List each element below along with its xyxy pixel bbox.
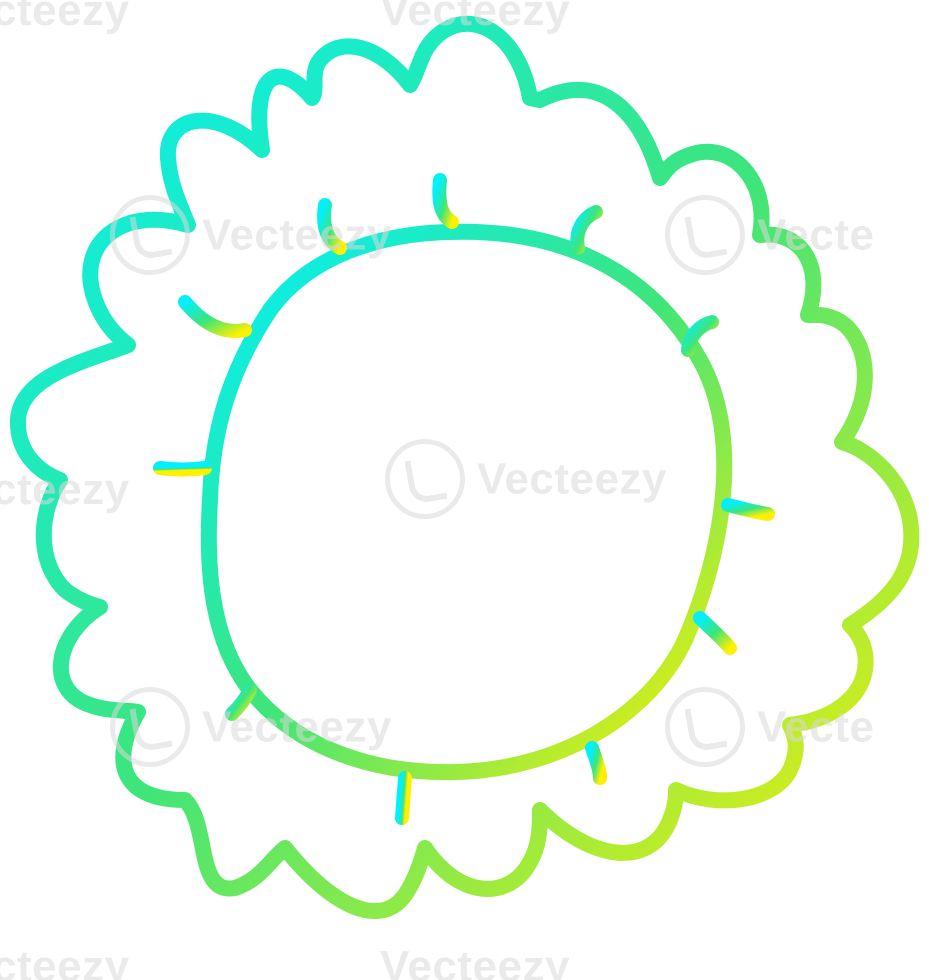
- ray: [225, 683, 257, 721]
- ray: [570, 205, 603, 255]
- ray-marks: [153, 173, 775, 825]
- ray: [317, 198, 347, 255]
- ray: [693, 611, 737, 655]
- outer-wavy-ring: [10, 15, 920, 919]
- ray: [178, 295, 252, 338]
- inner-circle: [200, 223, 733, 781]
- ray: [681, 315, 719, 357]
- ray: [585, 741, 607, 785]
- ray: [153, 461, 212, 477]
- ray: [432, 173, 459, 229]
- ray: [395, 771, 412, 825]
- ray: [721, 498, 775, 521]
